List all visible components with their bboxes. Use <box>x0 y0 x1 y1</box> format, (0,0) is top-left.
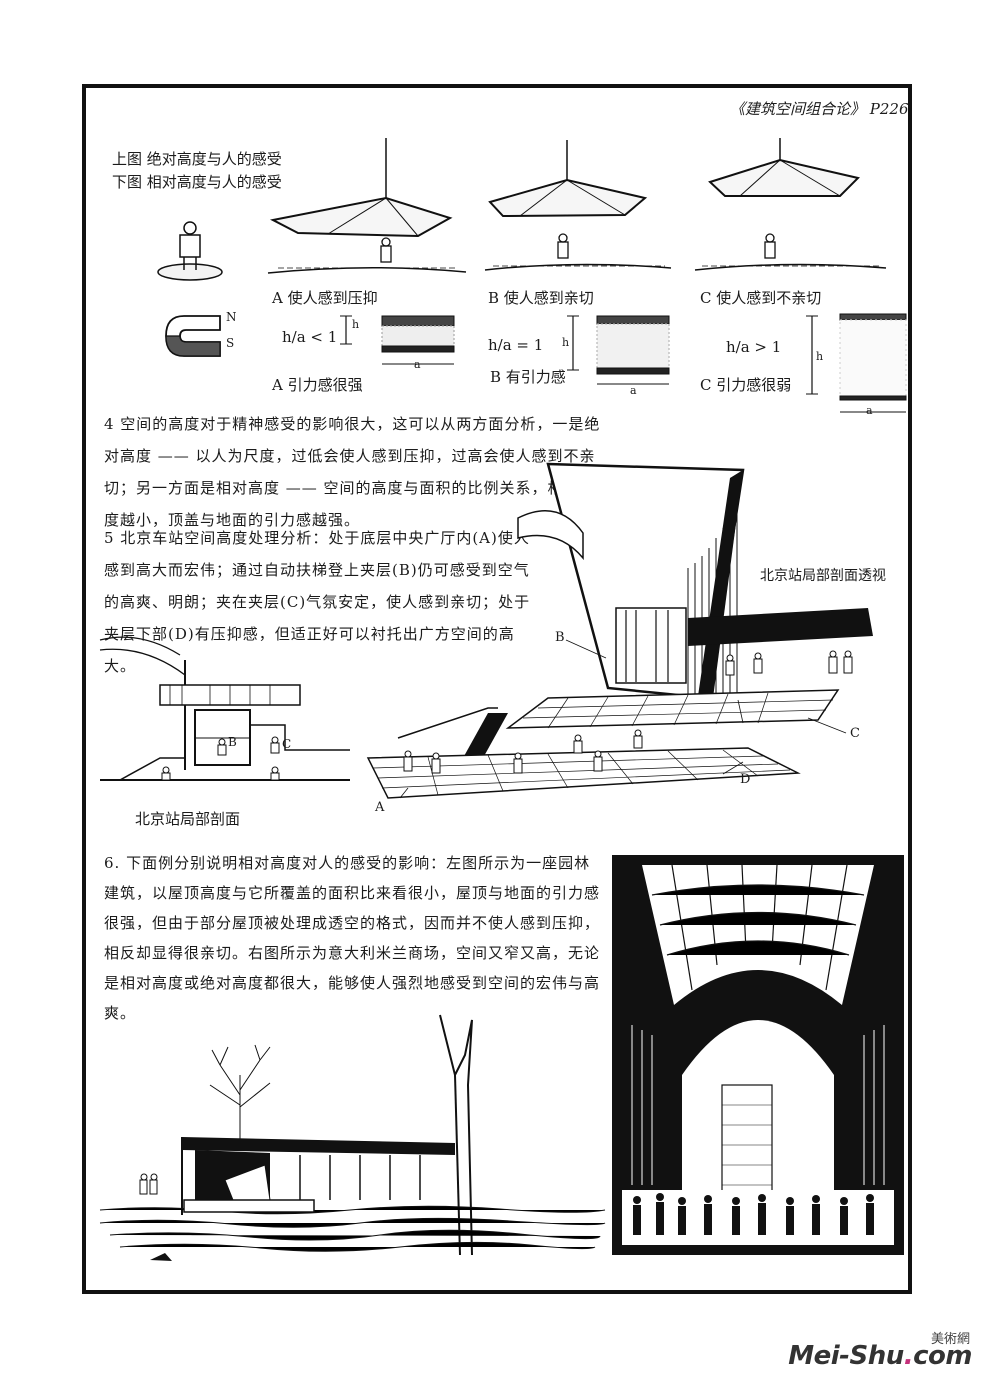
watermark-dot: . <box>903 1341 914 1371</box>
caption-c-bottom: C 引力感很弱 <box>700 376 792 394</box>
station-perspective-sketch <box>366 462 873 799</box>
section-label-b: B <box>228 735 237 749</box>
perspective-label-c: C <box>850 726 860 741</box>
section-6-text: 6. 下面例分别说明相对高度对人的感受的影响：左图所示为一座园林建筑，以屋顶高度… <box>104 854 601 1022</box>
person-on-disk-sketch <box>157 221 223 281</box>
relative-plate-a <box>340 315 455 365</box>
magnet-icon <box>165 315 221 357</box>
caption-b-bottom: B 有引力感 <box>490 368 566 386</box>
h-label-a: h <box>352 318 360 331</box>
relative-plate-c <box>806 313 907 413</box>
section-4-text: 4 空间的高度对于精神感受的影响很大，这可以从两方面分析，一是绝对高度 —— 以… <box>104 415 601 529</box>
caption-a-bottom: A 引力感很强 <box>272 376 363 394</box>
legend-line-1: 上图 绝对高度与人的感受 <box>112 150 282 168</box>
garden-pavilion-sketch <box>99 1014 606 1261</box>
h-label-c: h <box>816 350 824 363</box>
caption-b-top: B 使人感到亲切 <box>488 289 594 307</box>
book-reference: 《建筑空间组合论》 P226 <box>730 100 909 118</box>
watermark-en-right: com <box>913 1341 972 1371</box>
section-5-text: 5 北京车站空间高度处理分析：处于底层中央广厅内(A)使人感到高大而宏伟；通过自… <box>104 529 531 675</box>
watermark-en-left: Mei-Shu <box>788 1341 904 1371</box>
station-section-sketch <box>99 636 350 781</box>
magnet-n-label: N <box>226 310 237 324</box>
perspective-label-b: B <box>555 630 565 645</box>
caption-a-top: A 使人感到压抑 <box>272 289 378 307</box>
formula-c: h/a > 1 <box>726 338 782 356</box>
formula-b: h/a = 1 <box>488 336 544 354</box>
perspective-label-a: A <box>375 800 385 815</box>
perspective-label-d: D <box>740 772 751 787</box>
magnet-s-label: S <box>226 336 235 350</box>
canopy-diagram-a <box>267 138 467 274</box>
station-section-caption: 北京站局部剖面 <box>135 810 241 828</box>
section-label-c: C <box>282 737 292 751</box>
caption-c-top: C 使人感到不亲切 <box>700 289 822 307</box>
canopy-diagram-c <box>694 138 887 271</box>
legend-line-2: 下图 相对高度与人的感受 <box>112 173 282 191</box>
h-label-b: h <box>562 336 570 349</box>
milan-galleria-sketch <box>612 855 904 1255</box>
a-label-b: a <box>630 384 637 397</box>
a-label-a: a <box>414 358 421 371</box>
canopy-diagram-b <box>484 140 672 271</box>
formula-a: h/a < 1 <box>282 328 338 346</box>
station-perspective-caption: 北京站局部剖面透视 <box>760 568 886 584</box>
relative-plate-b <box>567 315 670 385</box>
a-label-c: a <box>866 404 873 417</box>
watermark-logo: Mei-Shu.com <box>788 1341 972 1371</box>
watermark-cn: 美術網 <box>930 1332 970 1347</box>
